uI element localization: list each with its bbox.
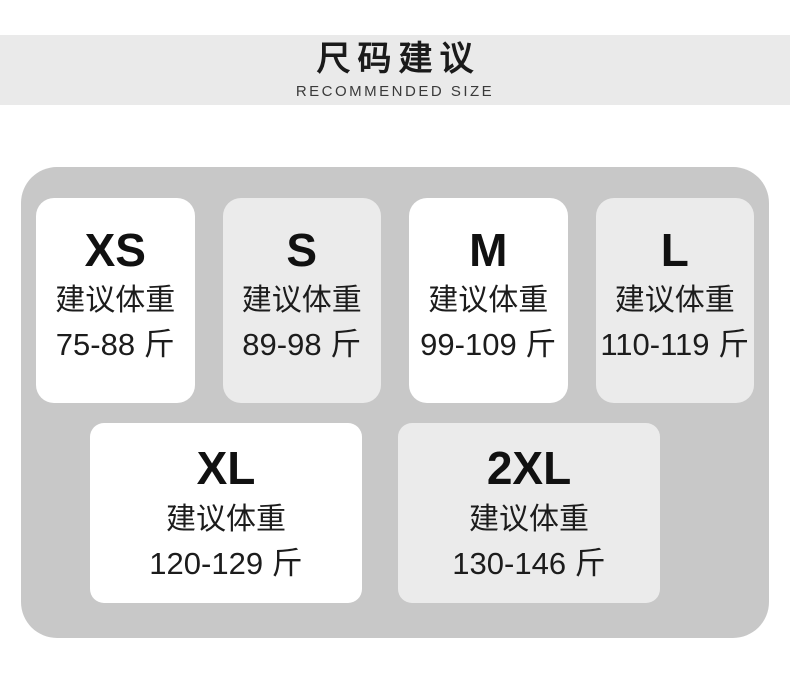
weight-range: 110-119 斤 <box>600 327 750 363</box>
size-card-l: L 建议体重 110-119 斤 <box>595 198 754 403</box>
advice-label: 建议体重 <box>614 284 735 318</box>
weight-range: 75-88 斤 <box>55 327 175 363</box>
advice-label: 建议体重 <box>55 284 176 318</box>
size-label: 2XL <box>486 442 572 495</box>
header-band: 尺码建议 RECOMMENDED SIZE <box>0 35 790 105</box>
size-card-s: S 建议体重 89-98 斤 <box>222 198 381 403</box>
size-chart-panel: XS 建议体重 75-88 斤 S 建议体重 89-98 斤 M 建议体重 99… <box>21 167 769 638</box>
weight-range: 120-129 斤 <box>149 545 303 581</box>
size-label: M <box>469 223 508 276</box>
page-title: 尺码建议 <box>316 39 481 78</box>
size-label: XS <box>84 223 146 276</box>
size-row-large: XL 建议体重 120-129 斤 2XL 建议体重 130-146 斤 <box>90 423 754 603</box>
size-label: XL <box>196 442 256 495</box>
advice-label: 建议体重 <box>166 502 286 536</box>
size-label: S <box>286 223 318 276</box>
advice-label: 建议体重 <box>241 284 362 318</box>
size-card-2xl: 2XL 建议体重 130-146 斤 <box>398 423 660 603</box>
size-card-m: M 建议体重 99-109 斤 <box>409 198 568 403</box>
size-label: L <box>660 223 689 276</box>
weight-range: 99-109 斤 <box>420 327 557 363</box>
weight-range: 130-146 斤 <box>452 545 606 581</box>
page-subtitle: RECOMMENDED SIZE <box>295 82 495 100</box>
size-row-small: XS 建议体重 75-88 斤 S 建议体重 89-98 斤 M 建议体重 99… <box>36 198 754 403</box>
size-card-xs: XS 建议体重 75-88 斤 <box>36 198 195 403</box>
advice-label: 建议体重 <box>469 502 589 536</box>
weight-range: 89-98 斤 <box>242 327 362 363</box>
size-card-xl: XL 建议体重 120-129 斤 <box>90 423 362 603</box>
advice-label: 建议体重 <box>428 284 549 318</box>
